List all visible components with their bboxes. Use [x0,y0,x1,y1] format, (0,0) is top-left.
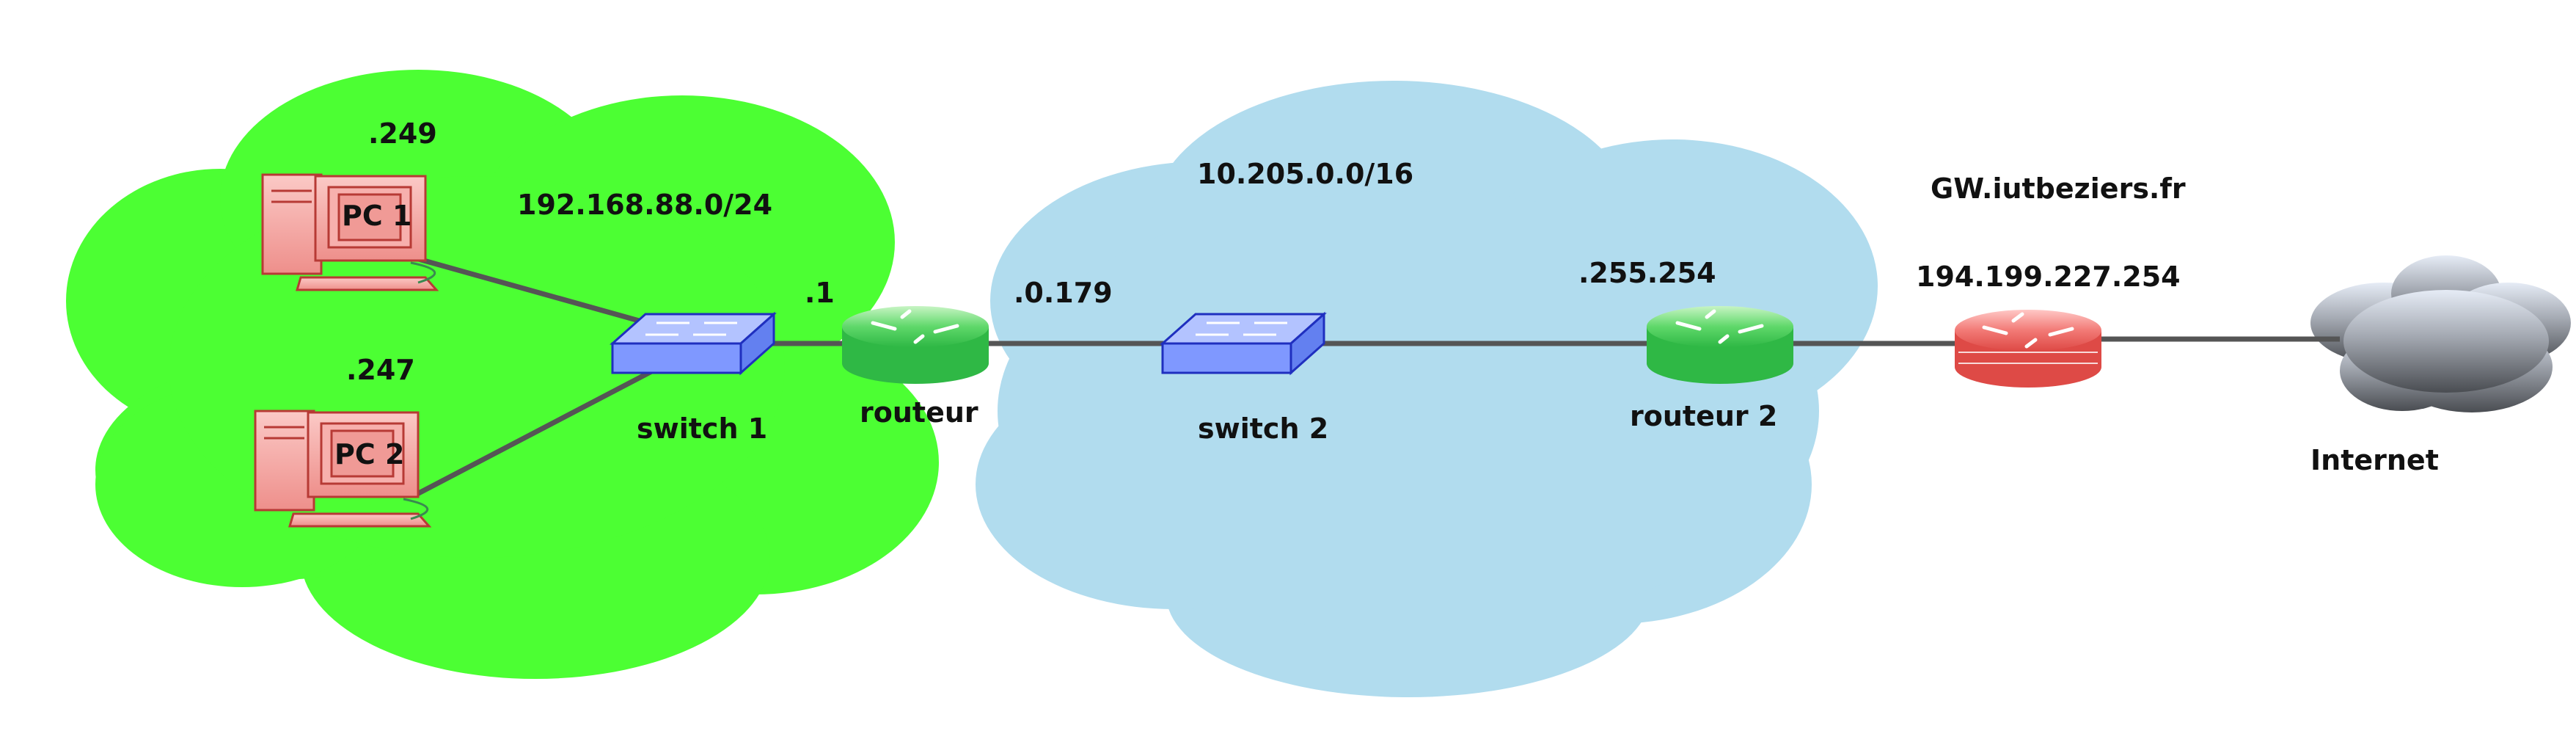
router1-label: routeur [860,396,978,429]
internet-label: Internet [2310,444,2439,476]
router2-label: routeur 2 [1630,400,1777,432]
wan-subnet: 10.205.0.0/16 [1197,158,1413,190]
switch1-switch-icon[interactable] [610,311,777,376]
switch1-label: switch 1 [637,412,767,445]
router2-router-icon[interactable] [1647,306,1793,384]
pc2-computer-icon[interactable] [254,410,432,528]
pc2-address: .247 [346,354,415,386]
gateway-label: GW.iutbeziers.fr [1931,172,2186,205]
router2-address: .255.254 [1578,257,1716,289]
internet-cloud [2310,255,2571,412]
router1-wan-address: .0.179 [1014,277,1113,309]
switch2-switch-icon[interactable] [1160,311,1327,376]
pc1-address: .249 [368,117,437,150]
link-pc2-switch1 [413,364,662,498]
lan-cloud [66,70,939,679]
wan-cloud [976,81,1878,697]
pc1-label: PC 1 [342,200,411,232]
pc2-label: PC 2 [334,438,404,470]
gateway-address: 194.199.227.254 [1916,261,2181,293]
link-pc1-switch1 [410,254,661,330]
links [410,254,2340,498]
router1-lan-address: .1 [805,277,835,309]
pc1-computer-icon[interactable] [261,173,439,291]
lan-subnet: 192.168.88.0/24 [517,189,772,221]
gateway-firewall-router-icon[interactable] [1955,310,2101,388]
router1-router-icon[interactable] [842,306,989,384]
switch2-label: switch 2 [1198,412,1328,445]
